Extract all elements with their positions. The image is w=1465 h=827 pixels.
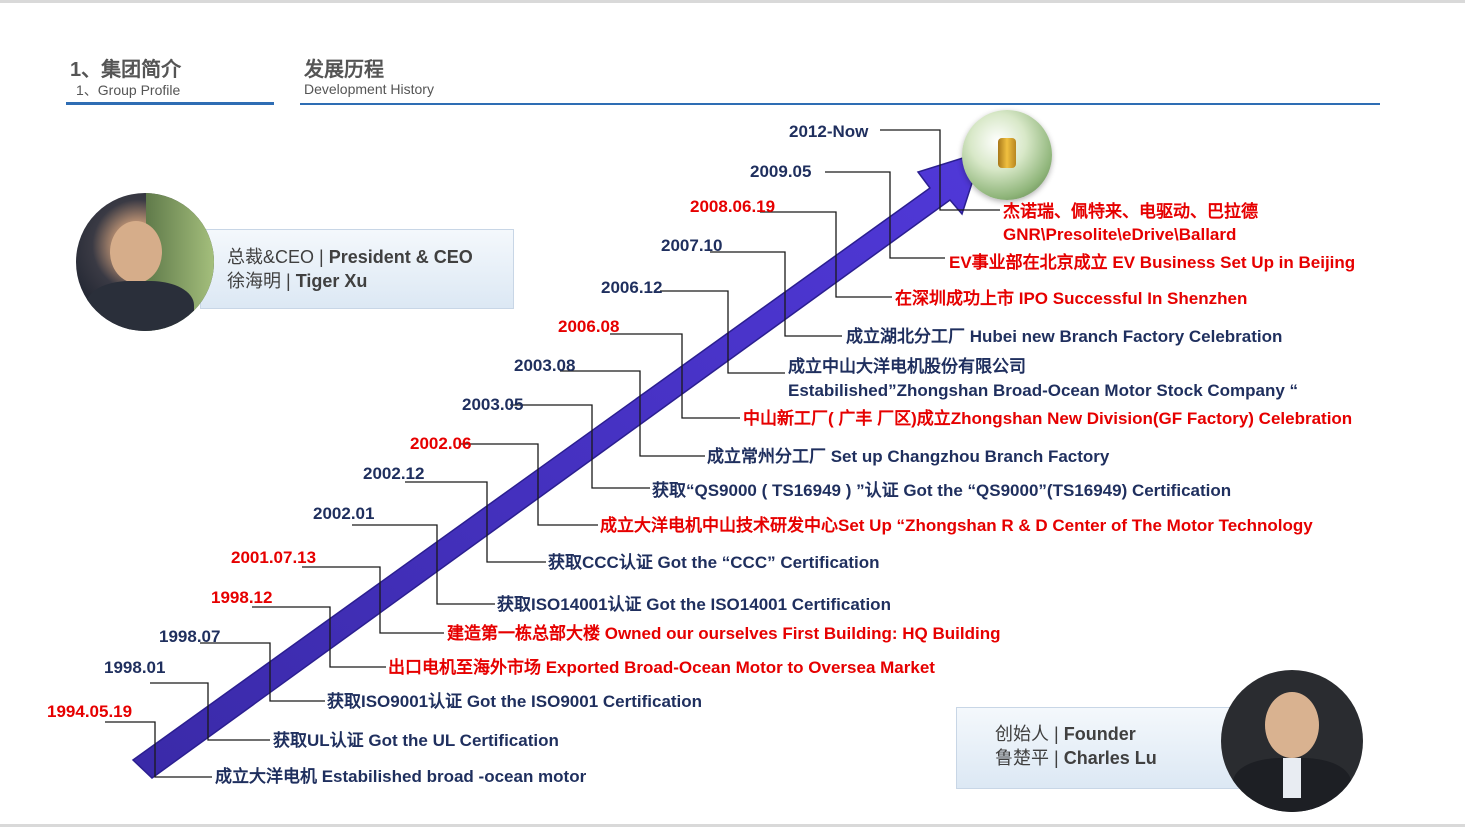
event-text: 获取“QS9000 ( TS16949 ) ”认证 Got the “QS900… — [652, 479, 1231, 503]
president-name-en: Tiger Xu — [296, 271, 368, 291]
event-text: 成立湖北分工厂 Hubei new Branch Factory Celebra… — [846, 325, 1282, 349]
year-label: 2003.05 — [462, 395, 523, 415]
shirt-shape — [1283, 758, 1301, 798]
globe-logo-icon — [962, 110, 1052, 200]
event-text: 中山新工厂( 广丰 厂区)成立Zhongshan New Division(GF… — [743, 407, 1352, 431]
event-text: 成立中山大洋电机股份有限公司 — [788, 355, 1026, 379]
event-text: 获取CCC认证 Got the “CCC” Certification — [548, 551, 880, 575]
president-role-cn: 总裁&CEO — [227, 247, 314, 267]
founder-avatar — [1221, 670, 1363, 812]
founder-name-en: Charles Lu — [1064, 748, 1157, 768]
year-label: 2008.06.19 — [690, 197, 775, 217]
event-text: 成立常州分工厂 Set up Changzhou Branch Factory — [707, 445, 1109, 469]
event-text: 出口电机至海外市场 Exported Broad-Ocean Motor to … — [388, 656, 935, 680]
year-label: 2009.05 — [750, 162, 811, 182]
year-label: 1994.05.19 — [47, 702, 132, 722]
year-label: 2006.12 — [601, 278, 662, 298]
year-label: 1998.07 — [159, 627, 220, 647]
president-name: 徐海明 | Tiger Xu — [227, 269, 367, 293]
event-text-line2: GNR\Presolite\eDrive\Ballard — [1003, 223, 1236, 247]
year-label: 1998.01 — [104, 658, 165, 678]
president-role: 总裁&CEO | President & CEO — [227, 245, 473, 269]
event-text: 成立大洋电机中山技术研发中心Set Up “Zhongshan R & D Ce… — [600, 514, 1313, 538]
founder-role-en: Founder — [1064, 724, 1136, 744]
motor-icon — [998, 138, 1016, 168]
president-role-en: President & CEO — [329, 247, 473, 267]
event-text: 建造第一栋总部大楼 Owned our ourselves First Buil… — [447, 622, 1000, 646]
year-label: 2002.06 — [410, 434, 471, 454]
founder-name-cn: 鲁楚平 — [995, 748, 1049, 768]
face-shape — [110, 221, 162, 283]
separator: | — [1054, 724, 1059, 744]
event-text: 成立大洋电机 Estabilished broad -ocean motor — [215, 765, 586, 789]
separator: | — [286, 271, 291, 291]
year-label: 2003.08 — [514, 356, 575, 376]
year-label: 2001.07.13 — [231, 548, 316, 568]
event-text: 获取ISO14001认证 Got the ISO14001 Certificat… — [497, 593, 891, 617]
year-label: 2002.01 — [313, 504, 374, 524]
suit-shape — [86, 281, 194, 331]
year-label: 2002.12 — [363, 464, 424, 484]
founder-role: 创始人 | Founder — [995, 722, 1136, 746]
president-avatar — [76, 193, 214, 331]
founder-name: 鲁楚平 | Charles Lu — [995, 746, 1157, 770]
event-text-line2: Estabilished”Zhongshan Broad-Ocean Motor… — [788, 379, 1298, 403]
event-text: 获取UL认证 Got the UL Certification — [273, 729, 559, 753]
separator: | — [1054, 748, 1059, 768]
year-label: 1998.12 — [211, 588, 272, 608]
event-text: 杰诺瑞、佩特来、电驱动、巴拉德 — [1003, 200, 1258, 224]
separator: | — [319, 247, 324, 267]
event-text: EV事业部在北京成立 EV Business Set Up in Beijing — [949, 251, 1355, 275]
face-shape — [1265, 692, 1319, 758]
founder-role-cn: 创始人 — [995, 724, 1049, 744]
year-label: 2007.10 — [661, 236, 722, 256]
event-text: 获取ISO9001认证 Got the ISO9001 Certificatio… — [327, 690, 702, 714]
year-label: 2006.08 — [558, 317, 619, 337]
event-text: 在深圳成功上市 IPO Successful In Shenzhen — [895, 287, 1247, 311]
year-label: 2012-Now — [789, 122, 868, 142]
president-name-cn: 徐海明 — [227, 271, 281, 291]
